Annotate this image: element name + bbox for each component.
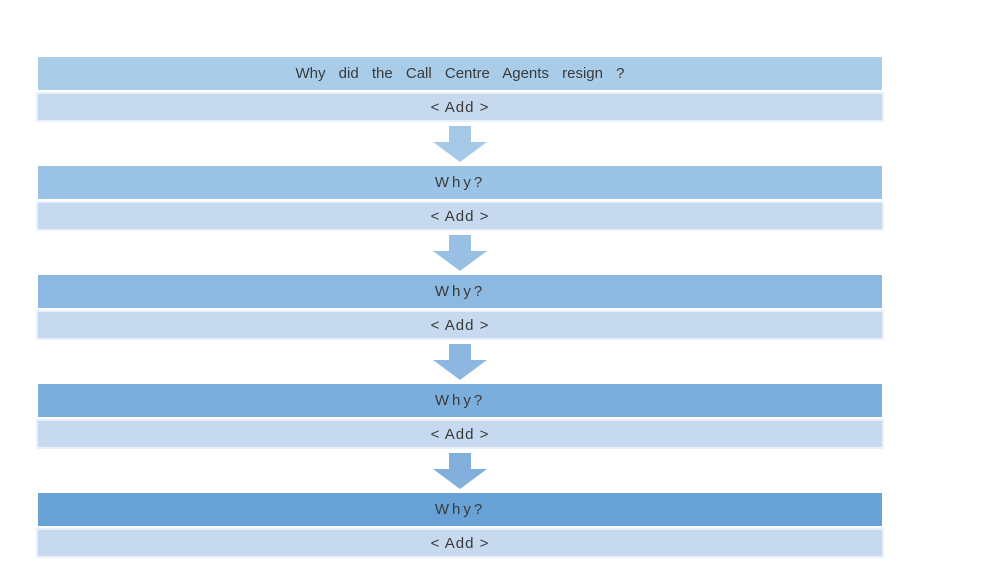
five-whys-diagram: Why did the Call Centre Agents resign ? … xyxy=(36,57,884,558)
down-arrow-1 xyxy=(38,122,882,166)
down-arrow-icon xyxy=(433,453,487,489)
add-answer-button-2[interactable]: < Add > xyxy=(36,201,884,231)
down-arrow-icon xyxy=(433,344,487,380)
why-header-bar-3: Why? xyxy=(38,275,882,308)
down-arrow-2 xyxy=(38,231,882,275)
why-header-bar-2: Why? xyxy=(38,166,882,199)
down-arrow-icon xyxy=(433,235,487,271)
add-answer-button-4[interactable]: < Add > xyxy=(36,419,884,449)
why-level-4: Why? < Add > xyxy=(36,384,884,449)
add-answer-button-1[interactable]: < Add > xyxy=(36,92,884,122)
why-level-5: Why? < Add > xyxy=(36,493,884,558)
why-level-2: Why? < Add > xyxy=(36,166,884,231)
why-header-bar-4: Why? xyxy=(38,384,882,417)
down-arrow-3 xyxy=(38,340,882,384)
down-arrow-icon xyxy=(433,126,487,162)
why-header-bar-5: Why? xyxy=(38,493,882,526)
add-answer-button-3[interactable]: < Add > xyxy=(36,310,884,340)
why-level-1: Why did the Call Centre Agents resign ? … xyxy=(36,57,884,122)
down-arrow-4 xyxy=(38,449,882,493)
add-answer-button-5[interactable]: < Add > xyxy=(36,528,884,558)
root-question-bar: Why did the Call Centre Agents resign ? xyxy=(38,57,882,90)
why-level-3: Why? < Add > xyxy=(36,275,884,340)
